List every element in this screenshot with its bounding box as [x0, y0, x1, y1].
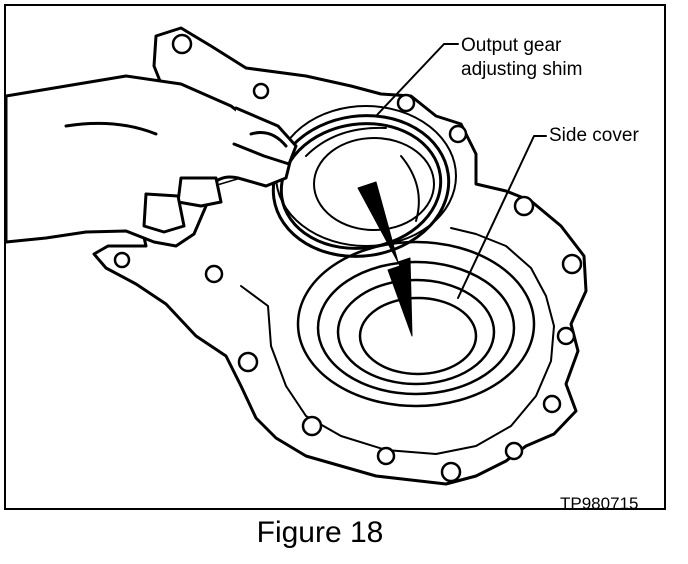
bolt-bosses [113, 33, 583, 483]
leader-lines [375, 43, 547, 299]
side-cover-illustration [6, 26, 588, 486]
callout-adjusting-shim: adjusting shim [461, 59, 583, 80]
direction-arrow-icon [357, 181, 413, 337]
side-cover-bore [296, 240, 536, 408]
illustration-frame: Output gear adjusting shim Side cover TP… [4, 4, 666, 510]
callout-side-cover: Side cover [549, 125, 639, 146]
image-code: TP980715 [560, 494, 639, 510]
adjusting-shim [271, 114, 451, 258]
hand [6, 74, 298, 248]
callout-output-gear: Output gear [461, 35, 562, 56]
figure-caption: Figure 18 [256, 516, 384, 549]
housing-flange [240, 227, 555, 455]
